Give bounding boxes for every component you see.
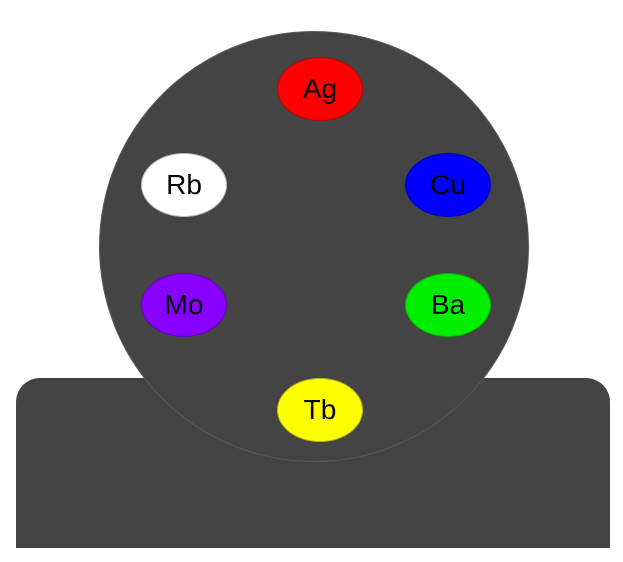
filter-slot-mo[interactable]: Mo	[141, 273, 227, 337]
filter-slot-label: Mo	[164, 289, 204, 320]
filter-slot-label: Tb	[303, 394, 337, 425]
filter-slot-cu[interactable]: Cu	[405, 153, 491, 217]
filter-slot-label: Ag	[302, 73, 338, 104]
filter-slot-label: Ba	[430, 289, 466, 320]
filter-slot-tb[interactable]: Tb	[277, 378, 363, 442]
filter-slot-rb[interactable]: Rb	[141, 153, 227, 217]
filter-slot-label: Rb	[166, 169, 202, 200]
filter-slot-ba[interactable]: Ba	[405, 273, 491, 337]
filter-slot-ag[interactable]: Ag	[277, 57, 363, 121]
filter-slot-label: Cu	[430, 169, 466, 200]
